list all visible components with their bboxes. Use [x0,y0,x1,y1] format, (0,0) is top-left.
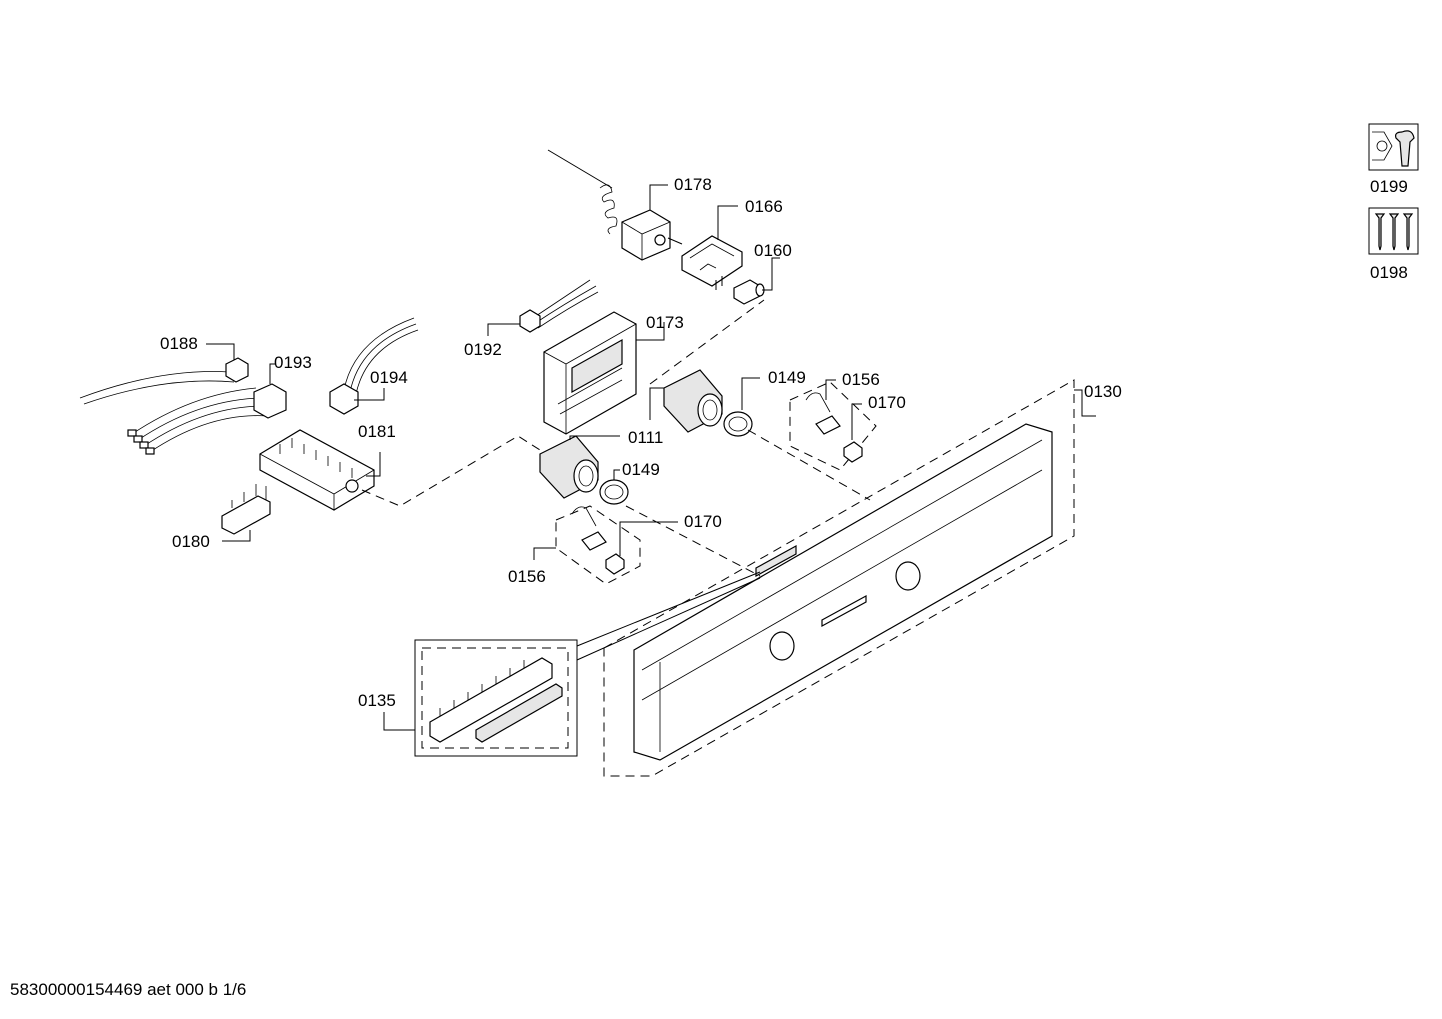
label-0180: 0180 [172,532,210,551]
label-0192: 0192 [464,340,502,359]
label-0130: 0130 [1084,382,1122,401]
bracket-part [681,235,743,290]
label-0173: 0173 [646,313,684,332]
document-id-footer: 58300000154469 aet 000 b 1/6 [10,980,247,999]
label-0149-upper: 0149 [768,368,806,387]
label-0194: 0194 [370,368,408,387]
label-0170-lower: 0170 [684,512,722,531]
screws-icon [1368,207,1419,255]
label-0135: 0135 [358,691,396,710]
rotary-switch-part [539,435,599,499]
control-panel-part [633,423,1053,761]
control-module-part [543,311,637,435]
ring-part [599,479,629,505]
label-0166: 0166 [745,197,783,216]
label-0149-lower: 0149 [622,460,660,479]
clip-bracket-part [221,484,271,535]
label-0156-lower: 0156 [508,567,546,586]
lamp-part [733,279,765,305]
thermostat-part [547,149,683,261]
label-0181: 0181 [358,422,396,441]
label-0178: 0178 [674,175,712,194]
ring-part [723,411,753,437]
label-0156-upper: 0156 [842,370,880,389]
label-0188: 0188 [160,334,198,353]
rotary-switch-upper-part [663,369,723,433]
terminal-block-part [259,429,375,511]
label-0170-upper: 0170 [868,393,906,412]
label-0199: 0199 [1370,177,1408,196]
wrench-nut-icon [1368,123,1419,171]
label-0193: 0193 [274,353,312,372]
label-0160: 0160 [754,241,792,260]
label-0111: 0111 [628,428,663,447]
label-0198: 0198 [1370,263,1408,282]
